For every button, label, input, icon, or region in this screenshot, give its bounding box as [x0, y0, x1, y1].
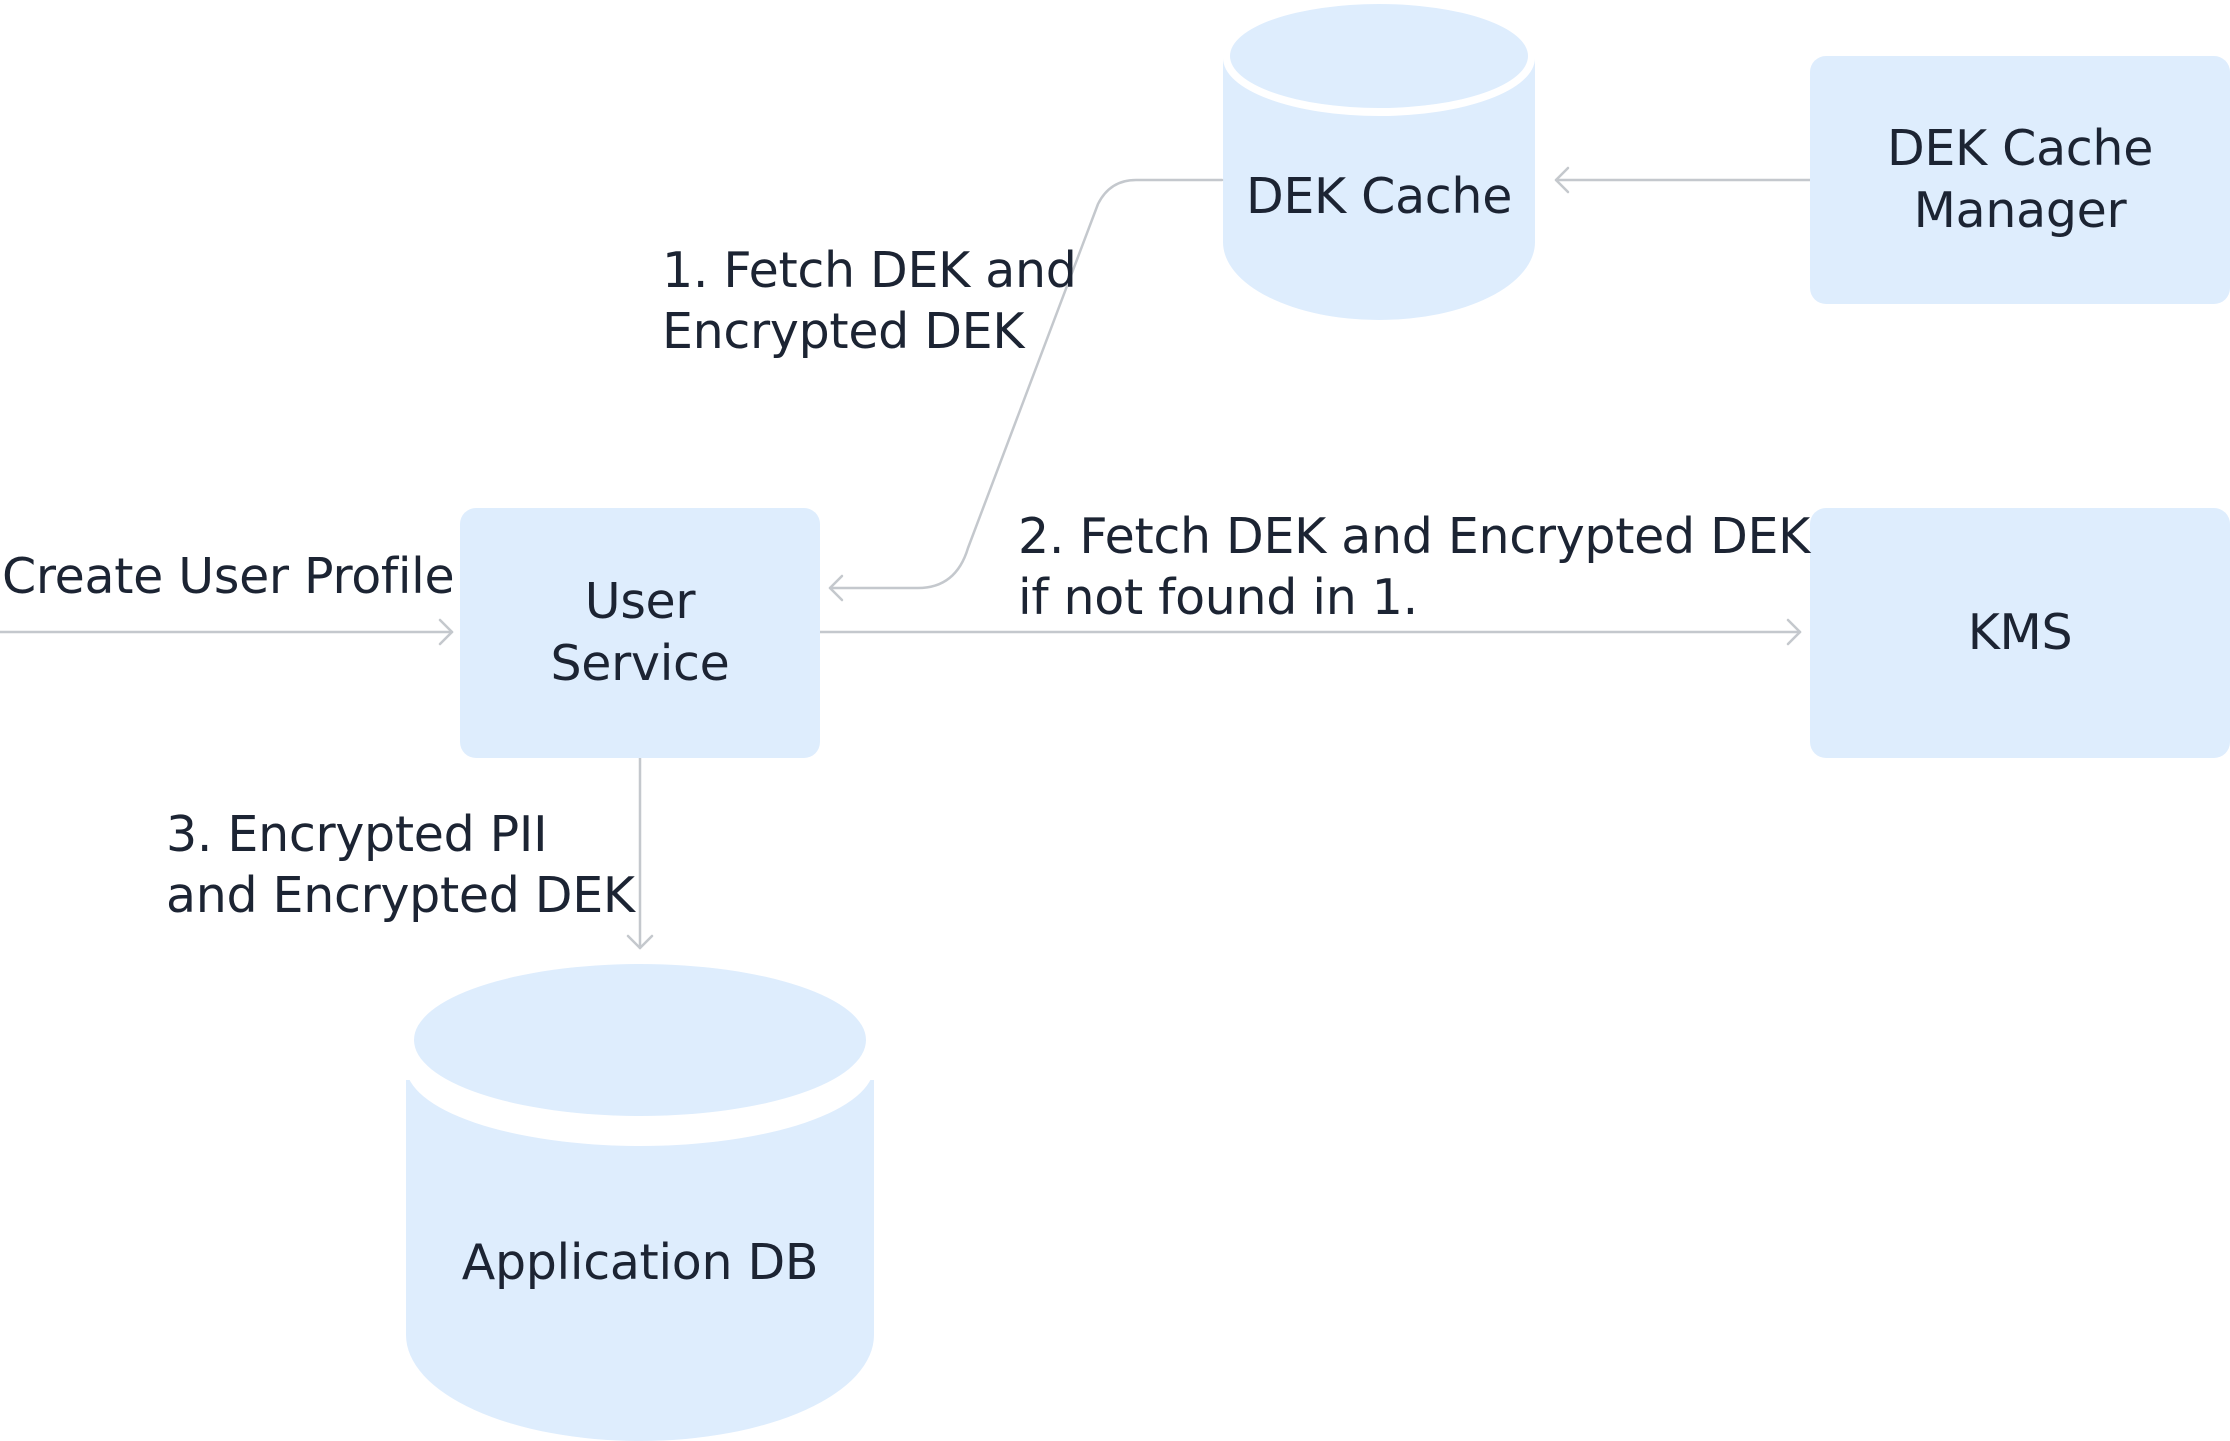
step2-fetch-from-kms-arrow	[818, 618, 1802, 646]
dek-cache-cylinder	[1223, 0, 1535, 320]
step1-fetch-from-cache-arrow	[828, 178, 1224, 602]
step2-label: 2. Fetch DEK and Encrypted DEK if not fo…	[1018, 506, 1810, 628]
user-service-label-line2: Service	[550, 635, 730, 692]
kms-node: KMS	[1810, 508, 2230, 758]
dek-cache-manager-node: DEK Cache Manager	[1810, 56, 2230, 304]
dek-cache-manager-label-line2: Manager	[1913, 182, 2127, 239]
dek-cache-label: DEK Cache	[1245, 167, 1513, 225]
user-service-label-line1: User	[584, 573, 696, 631]
step3-label-line2: and Encrypted DEK	[166, 867, 635, 924]
step1-label-line1: 1. Fetch DEK and	[662, 242, 1077, 299]
step2-label-line1: 2. Fetch DEK and Encrypted DEK	[1018, 508, 1810, 565]
application-db-label: Application DB	[461, 1233, 819, 1291]
create-user-profile-arrow	[0, 618, 454, 646]
step3-label: 3. Encrypted PII and Encrypted DEK	[166, 804, 635, 926]
step2-label-line2: if not found in 1.	[1018, 569, 1418, 626]
application-db-cylinder	[406, 964, 874, 1441]
step1-label-line2: Encrypted DEK	[662, 303, 1025, 360]
create-user-profile-label: Create User Profile	[2, 548, 455, 605]
kms-label: KMS	[1967, 604, 2073, 662]
step3-store-arrow	[626, 756, 654, 950]
dek-cache-manager-label-line1: DEK Cache	[1886, 120, 2154, 178]
user-service-node: User Service	[460, 508, 820, 758]
step3-label-line1: 3. Encrypted PII	[166, 806, 548, 863]
step1-label: 1. Fetch DEK and Encrypted DEK	[662, 240, 1077, 362]
cache-manager-to-cache-arrow	[1554, 166, 1812, 194]
